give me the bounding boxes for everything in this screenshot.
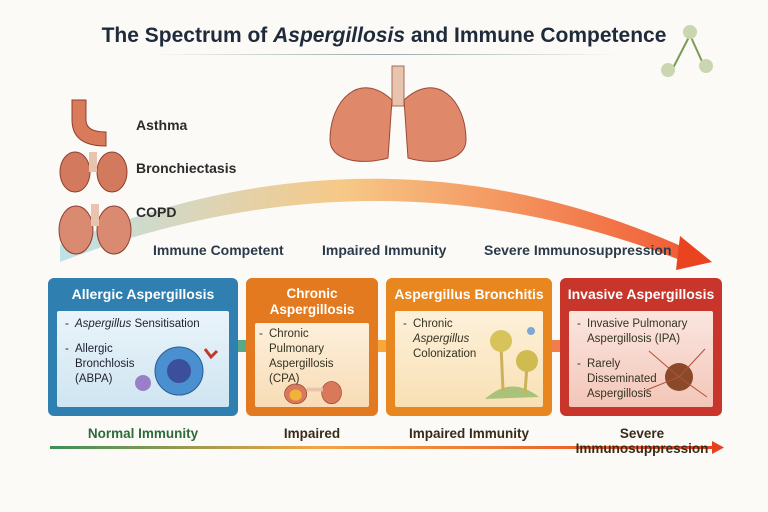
lungs-illustration [329, 65, 467, 162]
card-title: Aspergillus Bronchitis [394, 286, 544, 302]
card-item: Chronic Pulmonary Aspergillosis (CPA) [259, 327, 365, 387]
title-text-end: and Immune Competence [405, 24, 667, 47]
arc-label-impaired-immunity: Impaired Immunity [322, 242, 447, 258]
condition-bronchiectasis: Bronchiectasis [136, 160, 237, 176]
asthma-airway-icon [71, 99, 107, 147]
immune-cell-icon [135, 346, 219, 396]
card-item: Rarely Disseminated Aspergillosis [577, 357, 659, 402]
card-item: Chronic Aspergillus Colonization [403, 317, 481, 362]
copd-lungs-icon [58, 204, 132, 255]
card-title: Invasive Aspergillosis [567, 286, 715, 302]
item-italic: Aspergillus [413, 333, 470, 345]
bottom-arrowhead [712, 441, 724, 454]
arc-label-severe-immunosuppression: Severe Immunosuppression [484, 242, 672, 258]
card-body: Invasive Pulmonary Aspergillosis (IPA) R… [569, 311, 713, 407]
card-title: Allergic Aspergillosis [71, 286, 215, 302]
fungal-colonization-icon [485, 327, 539, 399]
card-body: Aspergillus Sensitisation Allergic Bronc… [57, 311, 229, 407]
card-body: Chronic Aspergillus Colonization [395, 311, 543, 407]
card-aspergillus-bronchitis: Aspergillus Bronchitis Chronic Aspergill… [386, 278, 552, 416]
condition-copd: COPD [136, 204, 177, 220]
bottom-spectrum-arrow [50, 446, 715, 449]
card-chronic-aspergillosis: Chronic Aspergillosis Chronic Pulmonary … [246, 278, 378, 416]
page-title: The Spectrum of Aspergillosis and Immune… [0, 24, 768, 48]
item-italic: Aspergillus [75, 318, 132, 330]
aspergillus-fungus-icon [661, 25, 713, 77]
stage-label-normal-immunity: Normal Immunity [87, 426, 199, 441]
bronchiectasis-icon [59, 151, 128, 193]
item-text: Sensitisation [131, 318, 200, 330]
card-title: Chronic Aspergillosis [269, 286, 355, 317]
stage-label-impaired: Impaired [283, 426, 341, 441]
card-allergic-aspergillosis: Allergic Aspergillosis Aspergillus Sensi… [48, 278, 238, 416]
card-invasive-aspergillosis: Invasive Aspergillosis Invasive Pulmonar… [560, 278, 722, 416]
airway-lung-icon [284, 381, 342, 405]
card-item: Aspergillus Sensitisation [65, 317, 221, 332]
stage-label-severe-immunosuppression: Severe Immunosuppression [575, 426, 709, 456]
card-item: Invasive Pulmonary Aspergillosis (IPA) [577, 317, 705, 347]
stage-label-impaired-immunity: Impaired Immunity [408, 426, 530, 441]
card-item: Allergic Bronchlosis (ABPA) [65, 342, 140, 387]
item-text: Colonization [413, 348, 477, 360]
card-body: Chronic Pulmonary Aspergillosis (CPA) [255, 323, 369, 407]
title-text: The Spectrum of [101, 24, 274, 47]
arc-label-immune-competent: Immune Competent [153, 242, 284, 258]
title-italic: Aspergillosis [273, 24, 406, 47]
title-divider [150, 54, 620, 55]
item-text: Chronic [413, 318, 453, 330]
spectrum-arc-arrow [60, 178, 712, 270]
condition-asthma: Asthma [136, 117, 188, 133]
